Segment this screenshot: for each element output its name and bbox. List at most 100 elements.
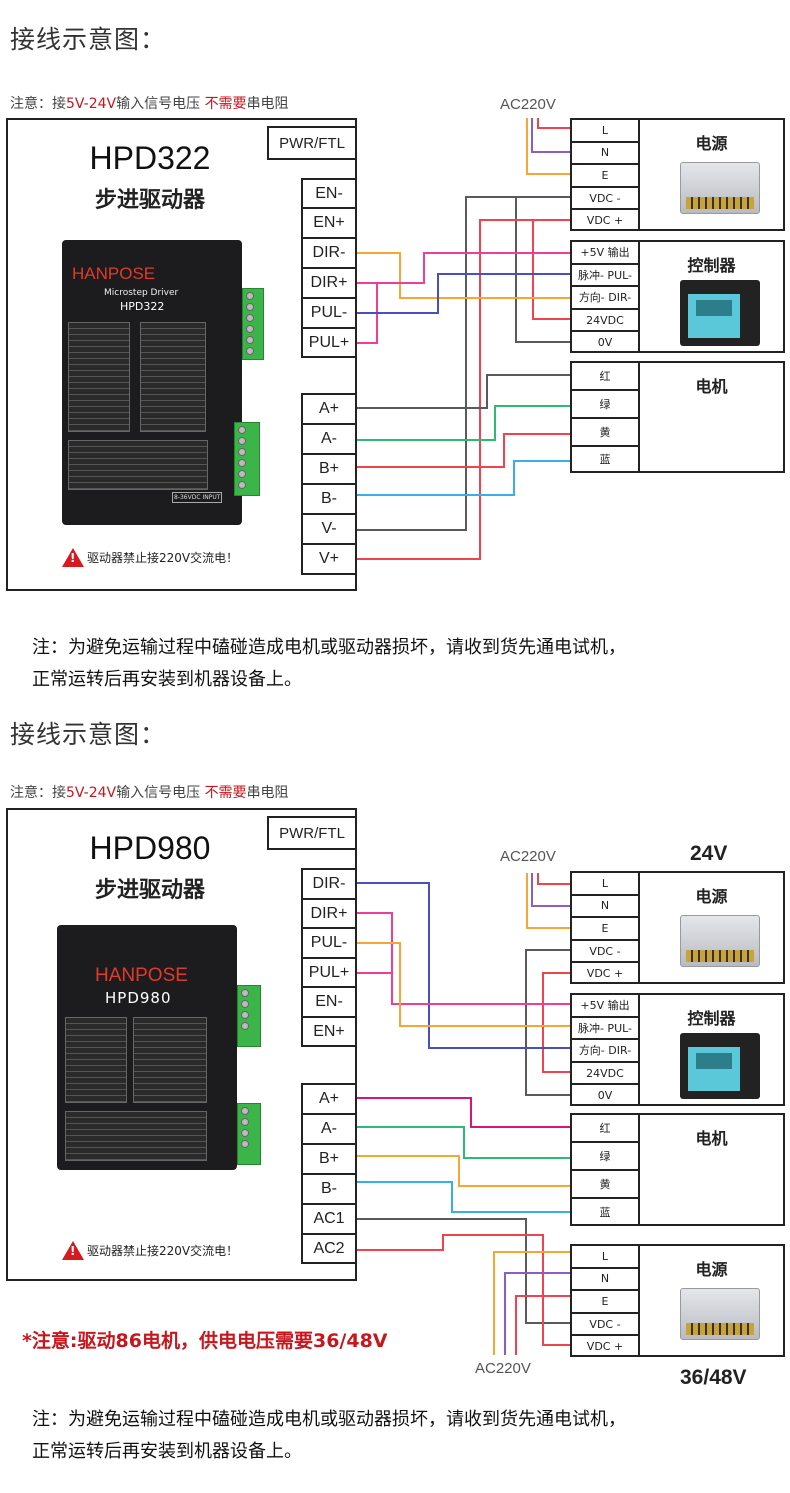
power-terminal-n: N (572, 896, 638, 919)
power-terminal-n: N (572, 143, 638, 166)
terminal-b-plus: B+ (301, 1143, 357, 1175)
footer-note: 注：为避免运输过程中磕碰造成电机或驱动器损坏，请收到货先通电试机，正常运转后再安… (32, 1404, 626, 1468)
wire-vdc-plus-to-24vdc (532, 220, 570, 320)
led-table (65, 1111, 207, 1161)
microstep-table (133, 1017, 207, 1103)
driver-type: Microstep Driver (104, 288, 179, 298)
driver-photo: HANPOSE Microstep Driver HPD322 8-36VDC … (62, 240, 242, 525)
terminal-a-plus: A+ (301, 1083, 357, 1115)
terminal-v-minus: V- (301, 513, 357, 545)
warning-icon: ! (62, 1241, 84, 1260)
wire-b-plus-2 (357, 1155, 570, 1187)
power-terminal-e: E (572, 1291, 638, 1314)
wire-dir-minus-2 (357, 882, 570, 1049)
warning-text: 驱动器禁止接220V交流电！ (87, 551, 239, 565)
current-table (65, 1017, 127, 1103)
controller-terminal-pul: 脉冲- PUL- (572, 1018, 638, 1041)
motor-terminals: 红 绿 黄 蓝 (572, 363, 640, 471)
power-supply-box: L N E VDC - VDC + 电源 (570, 118, 785, 231)
power-terminal-vdc-minus: VDC - (572, 941, 638, 964)
wire-vdc-minus-to-v-minus (357, 196, 570, 531)
warning-label: !驱动器禁止接220V交流电！ (62, 548, 238, 567)
motor-wire-green: 绿 (572, 1143, 638, 1171)
power-terminal-vdc-minus: VDC - (572, 1314, 638, 1337)
current-table (68, 322, 130, 432)
power-terminals: L N E VDC - VDC + (572, 120, 640, 229)
terminal-dir-plus: DIR+ (301, 898, 357, 929)
footer-line: 正常运转后再安装到机器设备上。 (32, 1441, 302, 1462)
wire-vdc-minus-to-0v (515, 197, 570, 343)
terminal-pul-plus: PUL+ (301, 957, 357, 988)
note-text: 注意：接 (10, 96, 66, 112)
power-title: 电源 (695, 887, 728, 906)
terminal-v-plus: V+ (301, 543, 357, 575)
note-emphasis: 不需要 (204, 785, 247, 801)
terminal-pul-minus: PUL- (301, 927, 357, 959)
psu1-voltage: 24V (690, 842, 728, 865)
pwr-ftl-label: PWR/FTL (267, 126, 357, 160)
terminal-a-plus: A+ (301, 393, 357, 425)
power-terminal-e: E (572, 165, 638, 188)
wire-a-plus-2 (357, 1097, 570, 1128)
power-connector (237, 1103, 261, 1165)
power-terminal-vdc-minus: VDC - (572, 188, 638, 211)
controller-terminal-24vdc: 24VDC (572, 310, 638, 333)
wire-b-minus (357, 460, 570, 496)
wire-ac-l-3 (493, 1251, 570, 1355)
motor-wire-red: 红 (572, 1115, 638, 1143)
power-supply-photo (680, 162, 760, 214)
wire-a-plus (357, 374, 570, 409)
voltage-warning-note: *注意:驱动86电机，供电电压需要36/48V (22, 1330, 388, 1352)
motor-title: 电机 (695, 1129, 728, 1148)
power-terminal-l: L (572, 873, 638, 896)
power-terminal-l: L (572, 120, 638, 143)
controller-terminals: +5V 输出 脉冲- PUL- 方向- DIR- 24VDC 0V (572, 995, 640, 1104)
pwr-ftl-label: PWR/FTL (267, 816, 357, 850)
controller-terminal-pul: 脉冲- PUL- (572, 265, 638, 288)
footer-note: 注：为避免运输过程中磕碰造成电机或驱动器损坏，请收到货先通电试机，正常运转后再安… (32, 632, 626, 696)
terminal-dir-plus: DIR+ (301, 267, 357, 299)
wire-b-plus (357, 433, 570, 468)
power-terminal-n: N (572, 1269, 638, 1292)
input-label: 8-36VDC INPUT (172, 492, 223, 503)
note-text: 输入信号电压 (116, 785, 205, 801)
driver-subtitle: 步进驱动器 (94, 878, 205, 903)
controller-terminal-0v: 0V (597, 1088, 613, 1102)
wire-ac-n-2 (531, 873, 570, 907)
microstep-table (140, 322, 206, 432)
power-terminal-e: E (572, 918, 638, 941)
wire-dir-plus (357, 252, 570, 284)
terminal-en-minus: EN- (301, 986, 357, 1018)
controller-terminal-24vdc: 24VDC (572, 1063, 638, 1086)
power-terminals: L N E VDC - VDC + (572, 873, 640, 982)
driver-photo-model: HPD322 (120, 300, 165, 313)
driver-model: HPD322 (89, 140, 211, 176)
ac220v-label: AC220V (500, 96, 556, 113)
wire-pul-minus-2 (357, 942, 570, 1027)
terminal-en-plus: EN+ (301, 1016, 357, 1047)
terminal-pul-plus: PUL+ (301, 327, 357, 358)
controller-terminal-dir: 方向- DIR- (572, 287, 638, 310)
wire-ac-n (531, 118, 570, 153)
note-text: 输入信号电压 (116, 96, 205, 112)
brand-logo: HANPOSE (72, 264, 156, 283)
terminal-en-plus: EN+ (301, 207, 357, 239)
wire-a-minus-2 (357, 1126, 570, 1159)
wire-vdc-plus-to-24vdc-2 (542, 972, 570, 1073)
wire-vdc-minus-to-0v-2 (525, 949, 570, 1096)
terminal-a-minus: A- (301, 423, 357, 455)
power-terminal-l: L (572, 1246, 638, 1269)
motor-terminals: 红 绿 黄 蓝 (572, 1115, 640, 1224)
note-emphasis: 不需要 (204, 96, 247, 112)
signal-connector (237, 985, 261, 1047)
driver-box (6, 118, 356, 591)
power-supply-photo (680, 915, 760, 967)
note-text: 串电阻 (246, 96, 289, 112)
note-voltage: 5V-24V (66, 96, 117, 112)
controller-terminal-0v: 0V (597, 335, 613, 349)
motor-wire-green: 绿 (572, 391, 638, 419)
wire-vdc-plus-to-v-plus (357, 219, 570, 560)
motor-box: 红 绿 黄 蓝 电机 (570, 361, 785, 473)
terminal-ac1: AC1 (301, 1203, 357, 1235)
